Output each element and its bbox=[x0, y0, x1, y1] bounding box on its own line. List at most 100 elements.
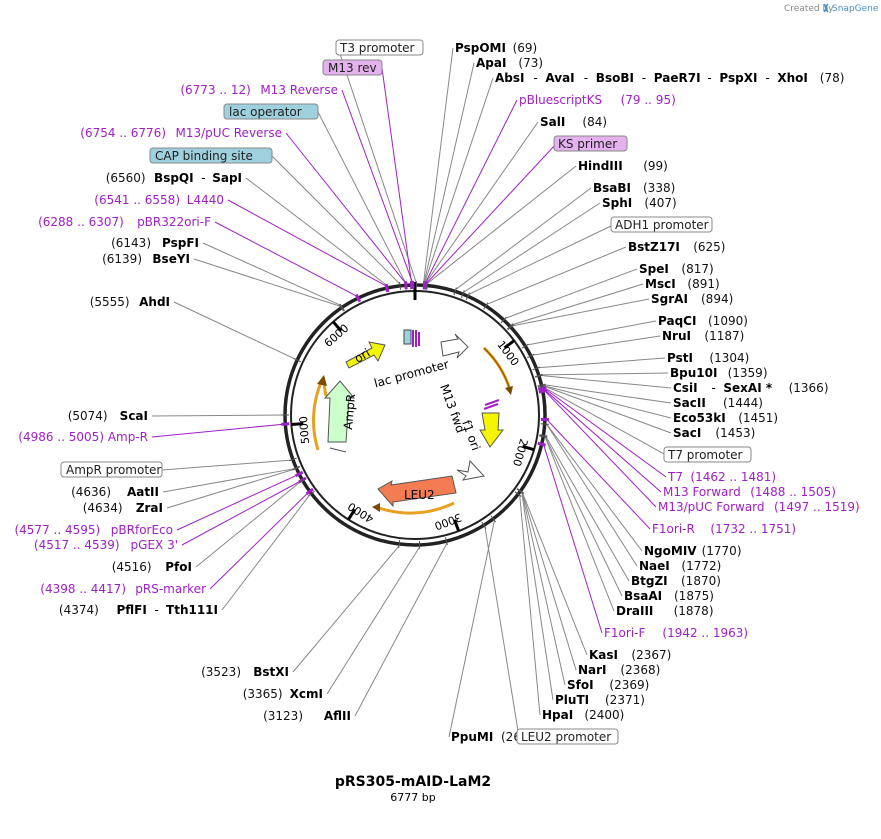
enzyme-name: PspXI bbox=[719, 71, 757, 85]
primer-name: Amp-R bbox=[108, 430, 148, 444]
primer-name: pGEX 3' bbox=[131, 538, 178, 552]
separator: - bbox=[765, 71, 769, 85]
enzyme-position: (4516) bbox=[112, 560, 152, 574]
leader-line bbox=[245, 177, 388, 287]
leader-line bbox=[326, 546, 421, 695]
leader-line bbox=[162, 468, 295, 493]
primer-name: L4440 bbox=[187, 193, 224, 207]
separator: - bbox=[711, 381, 715, 395]
right-label-absi-avai-bsobi-paer7i-pspxi-xhoi: AbsI-AvaI-BsoBI-PaeR7I-PspXI-XhoI(78) bbox=[495, 71, 844, 85]
enzyme-position: (2400) bbox=[584, 708, 624, 722]
site-mark bbox=[481, 521, 487, 529]
left-label-pfoi: PfoI(4516) bbox=[112, 560, 192, 574]
right-label-saci: SacI(1453) bbox=[673, 426, 755, 440]
enzyme-name: SacII bbox=[673, 396, 706, 410]
site-mark bbox=[293, 357, 302, 363]
enzyme-position: (1870) bbox=[681, 574, 721, 588]
enzyme-name: XcmI bbox=[290, 687, 323, 701]
leader-line bbox=[532, 335, 661, 356]
left-label-scai: ScaI(5074) bbox=[68, 409, 148, 423]
feature-box bbox=[223, 103, 319, 120]
enzyme-name: SpeI bbox=[639, 262, 669, 276]
right-label-sgrai: SgrAI(894) bbox=[651, 292, 733, 306]
feature-box bbox=[516, 728, 619, 745]
enzyme-name: PflFI bbox=[116, 603, 146, 617]
enzyme-name: PaeR7I bbox=[654, 71, 701, 85]
site-mark bbox=[516, 488, 524, 495]
feature-box bbox=[553, 135, 628, 152]
site-mark bbox=[465, 292, 470, 301]
left-label-amp-r: Amp-R(4986 .. 5005) bbox=[18, 430, 148, 444]
primer-position: (6288 .. 6307) bbox=[38, 215, 124, 229]
separator: - bbox=[533, 71, 537, 85]
right-label-bsabi: BsaBI(338) bbox=[593, 181, 675, 195]
leader-line bbox=[151, 414, 284, 417]
leader-line bbox=[292, 545, 400, 673]
site-mark bbox=[506, 323, 514, 330]
leader-line bbox=[425, 143, 557, 284]
enzyme-name: PpuMI bbox=[451, 730, 493, 744]
label-leader-lines bbox=[151, 47, 672, 738]
enzyme-position: (2369) bbox=[609, 678, 649, 692]
enzyme-position: (1444) bbox=[723, 396, 763, 410]
site-mark bbox=[426, 281, 428, 290]
plasmid-backbone bbox=[283, 282, 547, 547]
right-label-bstz17i: BstZ17I(625) bbox=[628, 240, 725, 254]
site-mark bbox=[537, 441, 546, 447]
site-mark bbox=[540, 423, 549, 425]
enzyme-position: (894) bbox=[701, 292, 733, 306]
left-label-bstxi: BstXI(3523) bbox=[201, 665, 289, 679]
site-mark bbox=[292, 466, 301, 471]
leader-line bbox=[423, 77, 494, 284]
enzyme-name: SexAI * bbox=[723, 381, 772, 395]
enzyme-position: (3365) bbox=[243, 687, 283, 701]
enzyme-position: (1187) bbox=[704, 329, 744, 343]
primer-position: (1462 .. 1481) bbox=[690, 470, 776, 484]
leader-line bbox=[544, 436, 623, 597]
leader-line bbox=[426, 165, 577, 284]
enzyme-name: HindIII bbox=[578, 159, 623, 173]
enzyme-name: BstZ17I bbox=[628, 240, 680, 254]
leader-line bbox=[181, 480, 301, 546]
leader-line bbox=[544, 389, 662, 493]
left-label-m13-puc-reverse: M13/pUC Reverse(6754 .. 6776) bbox=[80, 126, 282, 140]
leader-line bbox=[448, 520, 495, 738]
enzyme-name: BsoBI bbox=[596, 71, 634, 85]
feature-arrows: ori lac promoter AmpR M13 fwd f bbox=[312, 329, 513, 515]
enzyme-name: XhoI bbox=[777, 71, 808, 85]
primer-position: (6754 .. 6776) bbox=[80, 126, 166, 140]
right-label-eco53ki: Eco53kI(1451) bbox=[673, 411, 778, 425]
feature-box-label: T7 promoter bbox=[667, 448, 743, 462]
primer-name: M13/pUC Forward bbox=[658, 500, 765, 514]
enzyme-name: Tth111I bbox=[166, 603, 218, 617]
leader-line bbox=[423, 47, 454, 284]
left-label-pgex-3: pGEX 3'(4517 .. 4539) bbox=[34, 538, 178, 552]
site-mark bbox=[538, 386, 547, 391]
leader-line bbox=[526, 320, 657, 346]
leader-line bbox=[424, 121, 539, 284]
enzyme-position: (1772) bbox=[681, 559, 721, 573]
primer-name: pBR322ori-F bbox=[137, 215, 211, 229]
right-label-pbluescriptks: pBluescriptKS(79 .. 95) bbox=[519, 93, 676, 107]
ampr-label: AmpR bbox=[341, 393, 358, 430]
leader-line bbox=[521, 492, 566, 686]
enzyme-name: NruI bbox=[662, 329, 691, 343]
primer-position: (6773 .. 12) bbox=[180, 83, 250, 97]
enzyme-position: (4636) bbox=[71, 485, 111, 499]
left-label-lac-operator: lac operator bbox=[223, 103, 319, 120]
enzyme-name: BspQI bbox=[154, 171, 194, 185]
feature-box-label: T3 promoter bbox=[339, 41, 415, 55]
enzyme-name: AflII bbox=[324, 709, 351, 723]
feature-box bbox=[663, 446, 752, 463]
site-mark bbox=[354, 293, 362, 303]
right-label-hpai: HpaI(2400) bbox=[542, 708, 624, 722]
site-mark bbox=[514, 491, 522, 497]
enzyme-position: (817) bbox=[681, 262, 713, 276]
site-mark bbox=[384, 283, 390, 293]
primer-position: (79 .. 95) bbox=[621, 93, 676, 107]
site-mark bbox=[444, 537, 448, 546]
snapgene-brand: SnapGene bbox=[832, 4, 879, 14]
plasmid-name: pRS305-mAID-LaM2 bbox=[335, 774, 491, 790]
leader-line bbox=[544, 390, 657, 508]
leader-line bbox=[341, 89, 414, 284]
